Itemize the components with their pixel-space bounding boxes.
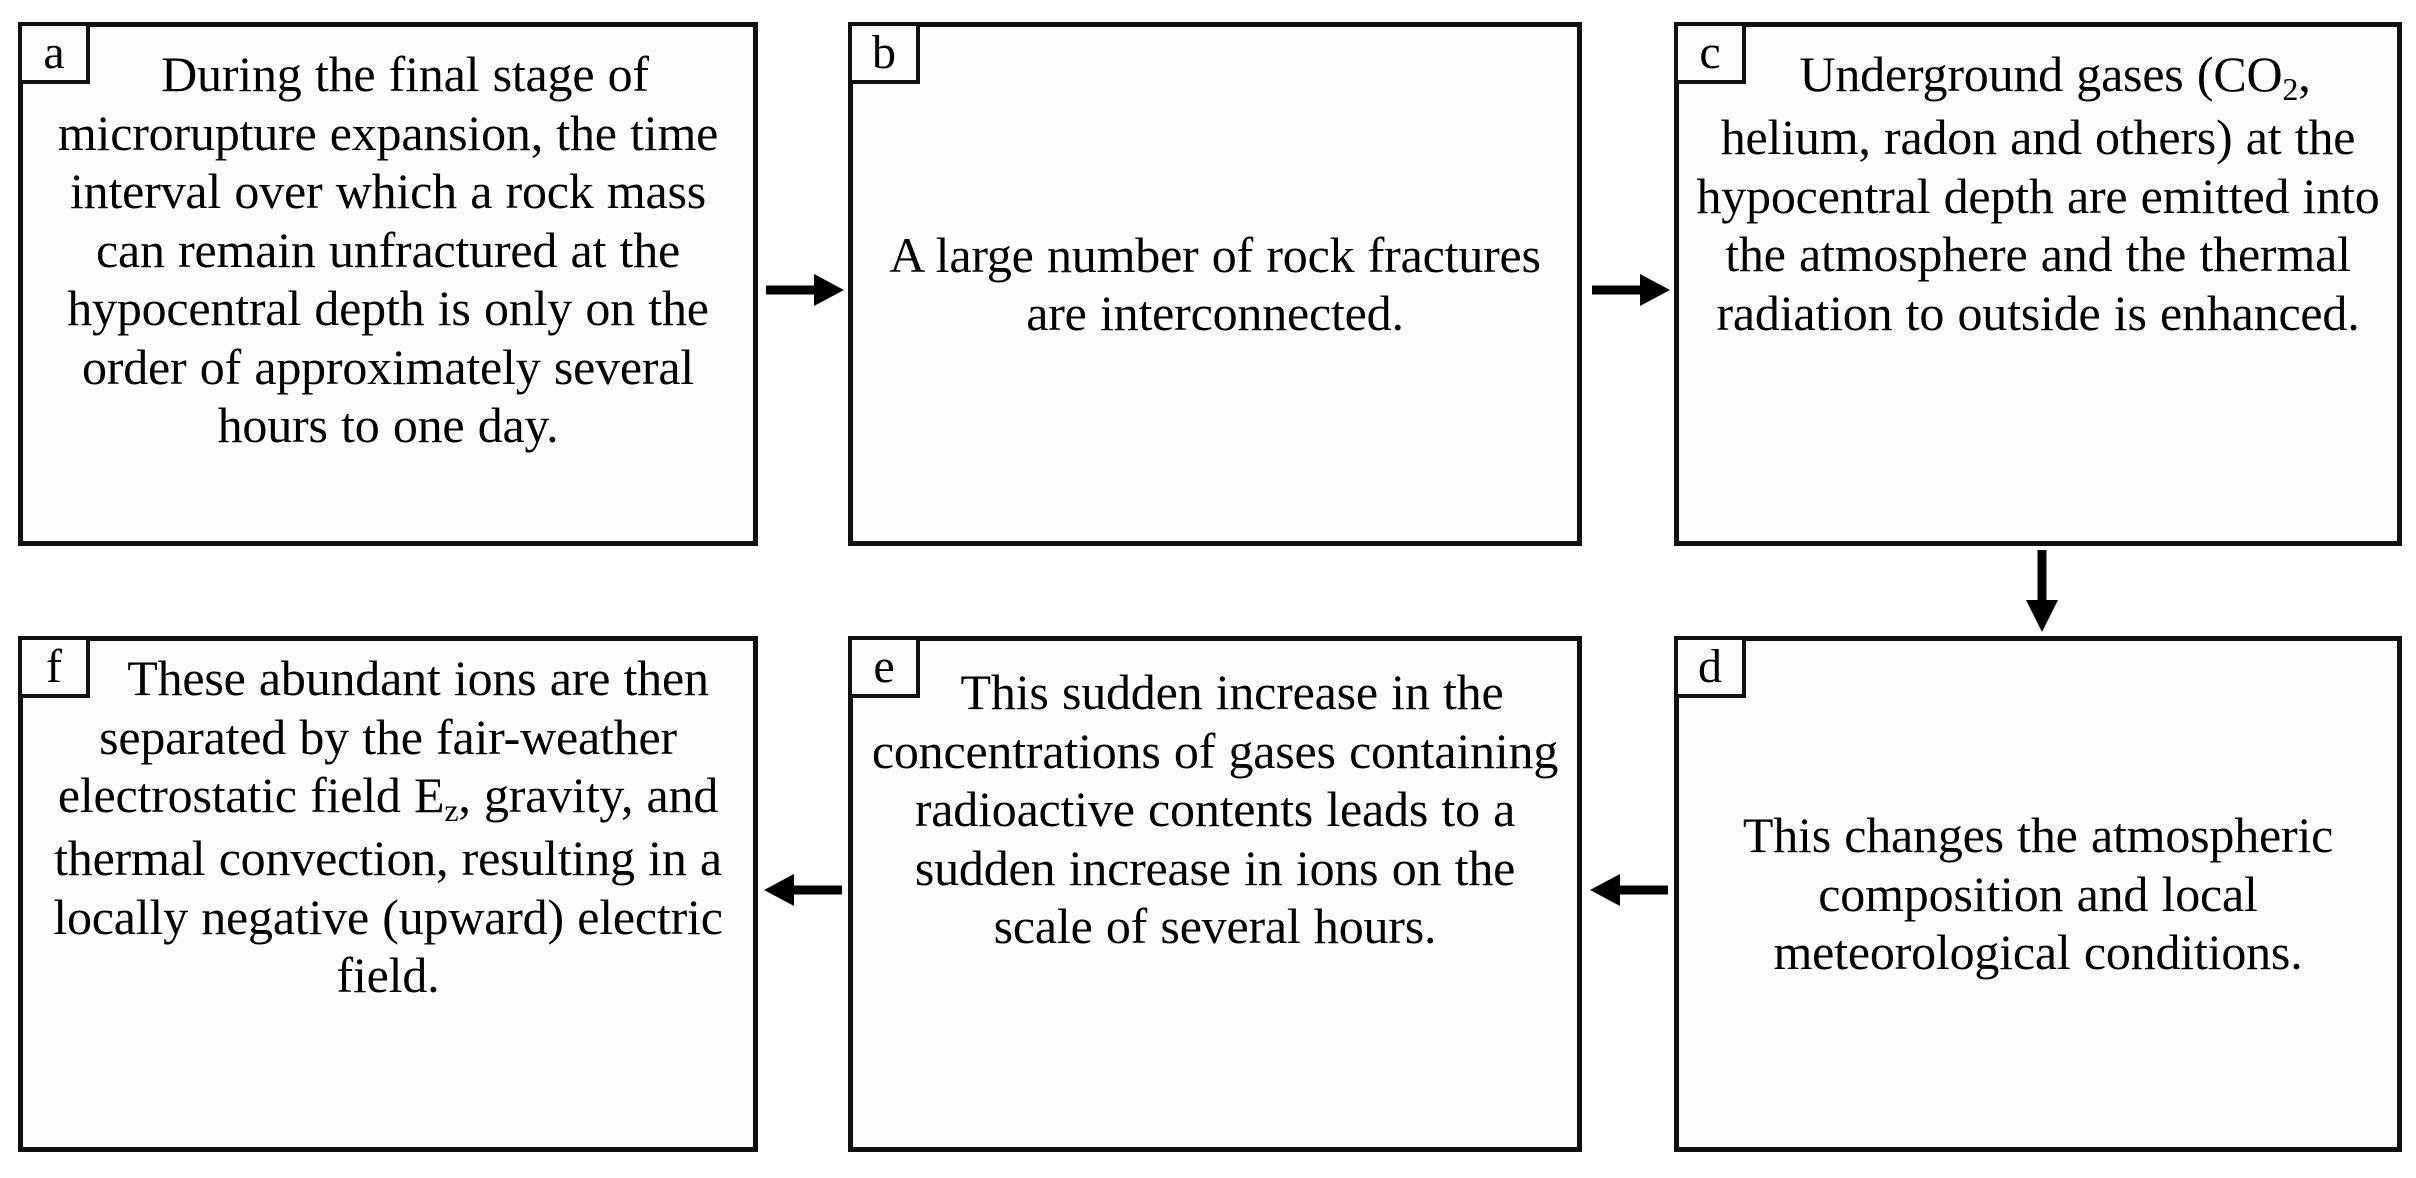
node-label-c: c [1674, 22, 1746, 84]
flow-node-d: d This changes the atmospheric compositi… [1674, 636, 2402, 1152]
arrow-right-icon-b-to-c [1588, 248, 1672, 332]
flow-node-e: e This sudden increase in the concentrat… [848, 636, 1582, 1152]
node-text-e: This sudden increase in the concentratio… [871, 664, 1559, 954]
node-label-e: e [848, 636, 920, 698]
arrow-left-icon-d-to-e [1588, 848, 1672, 932]
node-label-f: f [18, 636, 90, 698]
node-text-f-part1: These abundant ions are then separated b… [57, 650, 709, 823]
node-text-d: This changes the atmospheric composition… [1742, 807, 2334, 981]
flow-node-f: f These abundant ions are then separated… [18, 636, 758, 1152]
node-text-c-part1: Underground gases (CO [1799, 46, 2283, 102]
node-text-f: These abundant ions are then separated b… [23, 641, 753, 1005]
arrow-left-icon-e-to-f [762, 848, 846, 932]
node-text-c-part2: , helium, radon and others) at the hypoc… [1696, 46, 2380, 341]
node-text-a: During the final stage of microrupture e… [57, 46, 719, 453]
node-label-b: b [848, 22, 920, 84]
node-text-f-subscript: z [444, 791, 459, 828]
flow-node-a: a During the final stage of microrupture… [18, 22, 758, 546]
node-label-a: a [18, 22, 90, 84]
arrow-down-icon-c-to-d [2000, 548, 2084, 634]
arrow-right-icon-a-to-b [762, 248, 846, 332]
flow-node-b: b A large number of rock fractures are i… [848, 22, 1582, 546]
node-text-c: Underground gases (CO2, helium, radon an… [1679, 27, 2397, 342]
node-label-d: d [1674, 636, 1746, 698]
node-text-c-subscript: 2 [2282, 70, 2299, 107]
flow-node-c: c Underground gases (CO2, helium, radon … [1674, 22, 2402, 546]
node-text-f-part2: , gravity, and thermal convection, resul… [53, 767, 723, 1004]
node-text-b: A large number of rock fractures are int… [889, 226, 1541, 342]
